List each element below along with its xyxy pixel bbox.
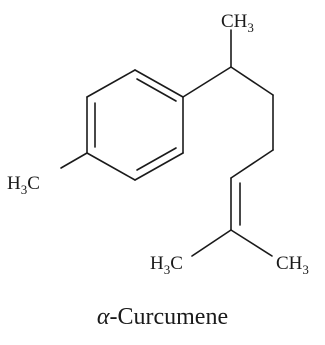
compound-name: -Curcumene bbox=[109, 304, 229, 330]
chain-bond-c-to-left-methyl bbox=[191, 229, 232, 257]
chain-bond-ch-to-ch2-a bbox=[230, 66, 274, 96]
chain-bond-ring-to-ch bbox=[182, 66, 232, 98]
chain-bond-c-to-right-methyl bbox=[230, 229, 273, 257]
chain-bond-ch2-b-to-ch bbox=[230, 149, 274, 179]
left-terminal-methyl-label: H3C bbox=[150, 253, 183, 277]
ring-bond-6 bbox=[86, 69, 136, 98]
alpha-prefix: α bbox=[96, 304, 110, 330]
ring-bond-1 bbox=[134, 69, 184, 98]
ring-bond-4 bbox=[86, 152, 136, 181]
ring-bond-3 bbox=[134, 152, 184, 181]
ring-double-bond-1 bbox=[136, 78, 177, 102]
right-terminal-methyl-label: CH3 bbox=[276, 253, 309, 277]
ring-methyl-label: H3C bbox=[7, 173, 40, 197]
top-methyl-label: CH3 bbox=[221, 11, 254, 35]
ring-double-bond-2 bbox=[136, 147, 177, 171]
benzene-ring bbox=[86, 69, 184, 181]
ring-methyl-bond bbox=[60, 152, 88, 169]
side-chain bbox=[182, 29, 274, 257]
compound-name-caption: α-Curcumene bbox=[0, 304, 325, 331]
